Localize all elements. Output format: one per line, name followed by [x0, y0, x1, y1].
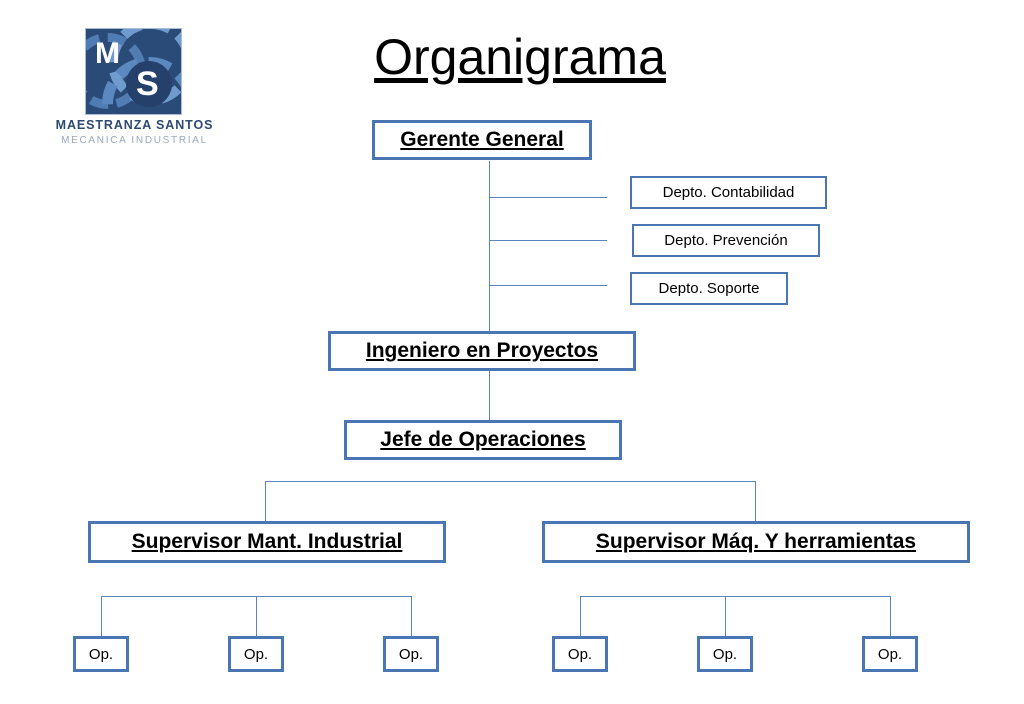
node-op-1[interactable]: Op.: [73, 636, 129, 672]
node-jefe-operaciones[interactable]: Jefe de Operaciones: [344, 420, 622, 460]
logo-letter-m: M: [95, 37, 120, 70]
connector-op-bus-right: [580, 596, 891, 597]
logo-letter-s: S: [136, 65, 159, 103]
node-op-6[interactable]: Op.: [862, 636, 918, 672]
node-label: Depto. Soporte: [658, 280, 760, 297]
company-logo: M S MAESTRANZA SANTOS MECANICA INDUSTRIA…: [52, 28, 217, 153]
connector-drop-op-3: [411, 596, 412, 636]
connector-drop-op-2: [256, 596, 257, 636]
node-op-3[interactable]: Op.: [383, 636, 439, 672]
connector-drop-op-1: [101, 596, 102, 636]
node-gerente-general[interactable]: Gerente General: [372, 120, 592, 160]
node-supervisor-maq-herramientas[interactable]: Supervisor Máq. Y herramientas: [542, 521, 970, 563]
connector-branch-soporte: [489, 285, 607, 286]
node-op-5[interactable]: Op.: [697, 636, 753, 672]
node-label: Op.: [877, 645, 903, 663]
logo-company-name: MAESTRANZA SANTOS: [55, 118, 214, 132]
connector-ingeniero-jefe: [489, 370, 490, 421]
node-supervisor-mant-industrial[interactable]: Supervisor Mant. Industrial: [88, 521, 446, 563]
node-label: Supervisor Máq. Y herramientas: [595, 530, 917, 553]
node-label: Op.: [243, 645, 269, 663]
node-depto-soporte[interactable]: Depto. Soporte: [630, 272, 788, 305]
page-title: Organigrama: [374, 29, 666, 85]
node-label: Op.: [398, 645, 424, 663]
node-label: Jefe de Operaciones: [380, 428, 586, 451]
node-label: Depto. Contabilidad: [662, 184, 795, 201]
connector-gerente-trunk: [489, 161, 490, 332]
node-label: Op.: [88, 645, 114, 663]
logo-tagline: MECANICA INDUSTRIAL: [61, 135, 208, 146]
connector-branch-contabilidad: [489, 197, 607, 198]
gear-hub-icon: [126, 61, 172, 107]
node-depto-prevencion[interactable]: Depto. Prevención: [632, 224, 820, 257]
node-label: Depto. Prevención: [664, 232, 788, 249]
connector-drop-supervisor-maq: [755, 481, 756, 521]
node-label: Gerente General: [400, 128, 564, 151]
logo-mark-icon: M S: [85, 28, 182, 115]
connector-drop-op-6: [890, 596, 891, 636]
connector-branch-prevencion: [489, 240, 607, 241]
node-label: Ingeniero en Proyectos: [365, 339, 599, 362]
node-ingeniero-proyectos[interactable]: Ingeniero en Proyectos: [328, 331, 636, 371]
node-op-2[interactable]: Op.: [228, 636, 284, 672]
connector-drop-op-5: [725, 596, 726, 636]
node-depto-contabilidad[interactable]: Depto. Contabilidad: [630, 176, 827, 209]
node-op-4[interactable]: Op.: [552, 636, 608, 672]
connector-drop-op-4: [580, 596, 581, 636]
connector-supervisor-bus: [265, 481, 756, 482]
connector-drop-supervisor-mant: [265, 481, 266, 521]
node-label: Op.: [567, 645, 593, 663]
node-label: Supervisor Mant. Industrial: [131, 530, 403, 553]
node-label: Op.: [712, 645, 738, 663]
